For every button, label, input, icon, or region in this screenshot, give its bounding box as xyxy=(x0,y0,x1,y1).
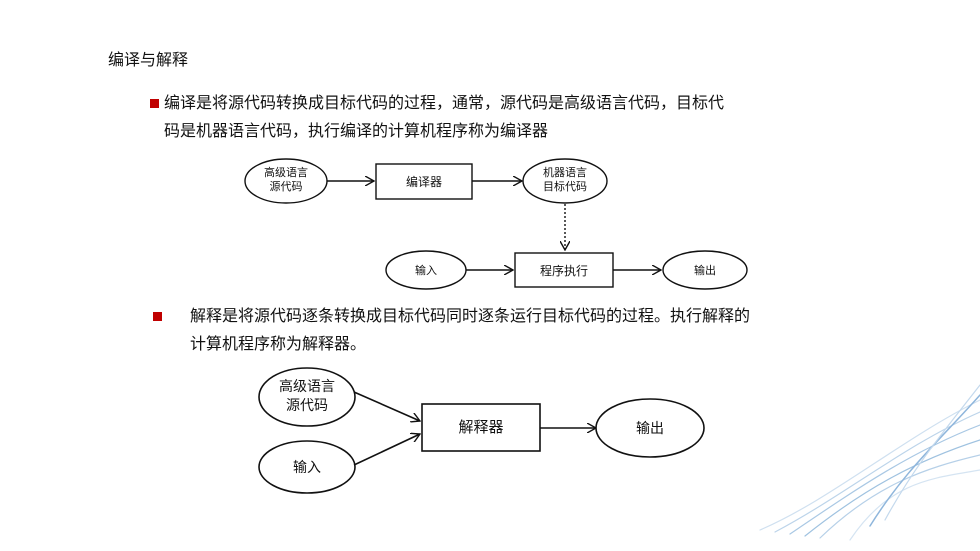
source-code-label-line1: 高级语言 xyxy=(264,165,308,179)
interpret-diagram: 高级语言 源代码 输入 解释器 输出 xyxy=(258,367,705,494)
output-node xyxy=(662,250,748,290)
bullet-interpret: 解释是将源代码逐条转换成目标代码同时逐条运行目标代码的过程。执行解释的 计算机程… xyxy=(190,302,750,358)
interpreter-node xyxy=(421,403,541,452)
interp-output-node xyxy=(595,398,705,458)
bullet-interpret-line1: 解释是将源代码逐条转换成目标代码同时逐条运行目标代码的过程。执行解释的 xyxy=(190,306,751,325)
execute-node xyxy=(514,252,614,288)
output-label: 输出 xyxy=(694,263,716,277)
target-code-label-line1: 机器语言 xyxy=(543,165,587,179)
bullet-marker-interpret xyxy=(153,312,162,321)
bullet-marker-compile xyxy=(150,99,159,108)
arrow-source-to-interpreter xyxy=(353,391,420,421)
input-label: 输入 xyxy=(415,263,437,277)
arrow-input-to-interpreter xyxy=(353,434,420,466)
bullet-compile: 编译是将源代码转换成目标代码的过程，通常，源代码是高级语言代码，目标代 码是机器… xyxy=(164,89,724,145)
bullet-compile-line2: 码是机器语言代码，执行编译的计算机程序称为编译器 xyxy=(164,121,549,140)
bullet-interpret-line2: 计算机程序称为解释器。 xyxy=(190,334,367,353)
execute-label: 程序执行 xyxy=(540,263,588,278)
interp-input-node xyxy=(258,440,356,494)
interp-output-label: 输出 xyxy=(636,421,664,437)
interpreter-label: 解释器 xyxy=(458,418,503,436)
compile-diagram: 高级语言 源代码 编译器 机器语言 目标代码 输入 程序执行 输出 xyxy=(244,158,748,290)
interp-source-code-node xyxy=(258,367,356,427)
source-code-label-line2: 源代码 xyxy=(270,179,303,193)
interp-input-label: 输入 xyxy=(293,460,321,476)
target-code-node xyxy=(522,158,608,204)
slide-title: 编译与解释 xyxy=(108,50,189,69)
target-code-label-line2: 目标代码 xyxy=(543,179,587,193)
interp-source-label-line2: 源代码 xyxy=(286,398,328,414)
compiler-label: 编译器 xyxy=(406,174,442,189)
bullet-compile-line1: 编译是将源代码转换成目标代码的过程，通常，源代码是高级语言代码，目标代 xyxy=(164,93,725,112)
interp-source-label-line1: 高级语言 xyxy=(279,378,335,395)
